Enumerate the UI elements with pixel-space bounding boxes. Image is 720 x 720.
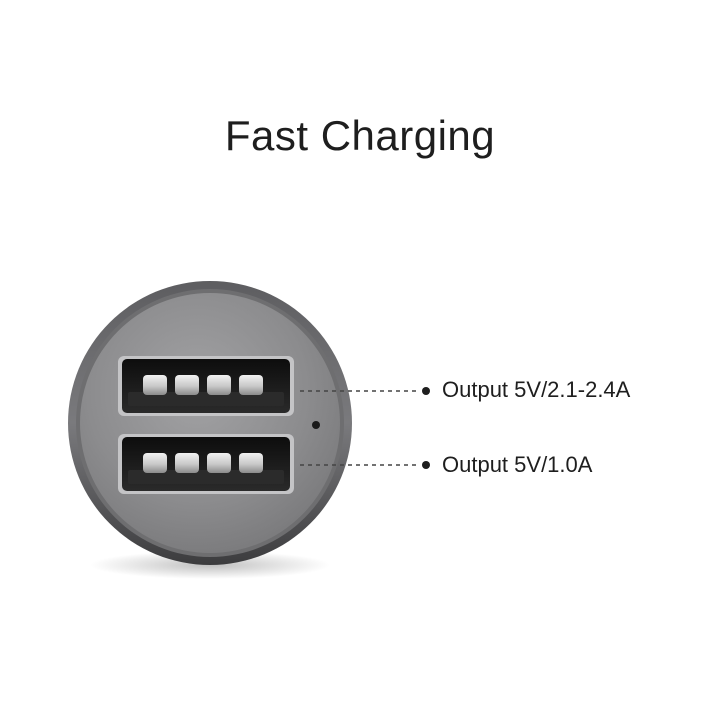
indicator-led bbox=[312, 421, 320, 429]
leader-dot-2 bbox=[422, 461, 430, 469]
leader-dot-1 bbox=[422, 387, 430, 395]
port-2-output-label: Output 5V/1.0A bbox=[442, 452, 593, 477]
usb-port-2 bbox=[118, 434, 294, 494]
usb-pins-1 bbox=[143, 375, 263, 395]
usb-pins-2 bbox=[143, 453, 263, 473]
charger-face bbox=[80, 293, 340, 553]
port-1-output-label: Output 5V/2.1-2.4A bbox=[442, 377, 631, 402]
page-title: Fast Charging bbox=[224, 112, 496, 159]
usb-port-1 bbox=[118, 356, 294, 416]
